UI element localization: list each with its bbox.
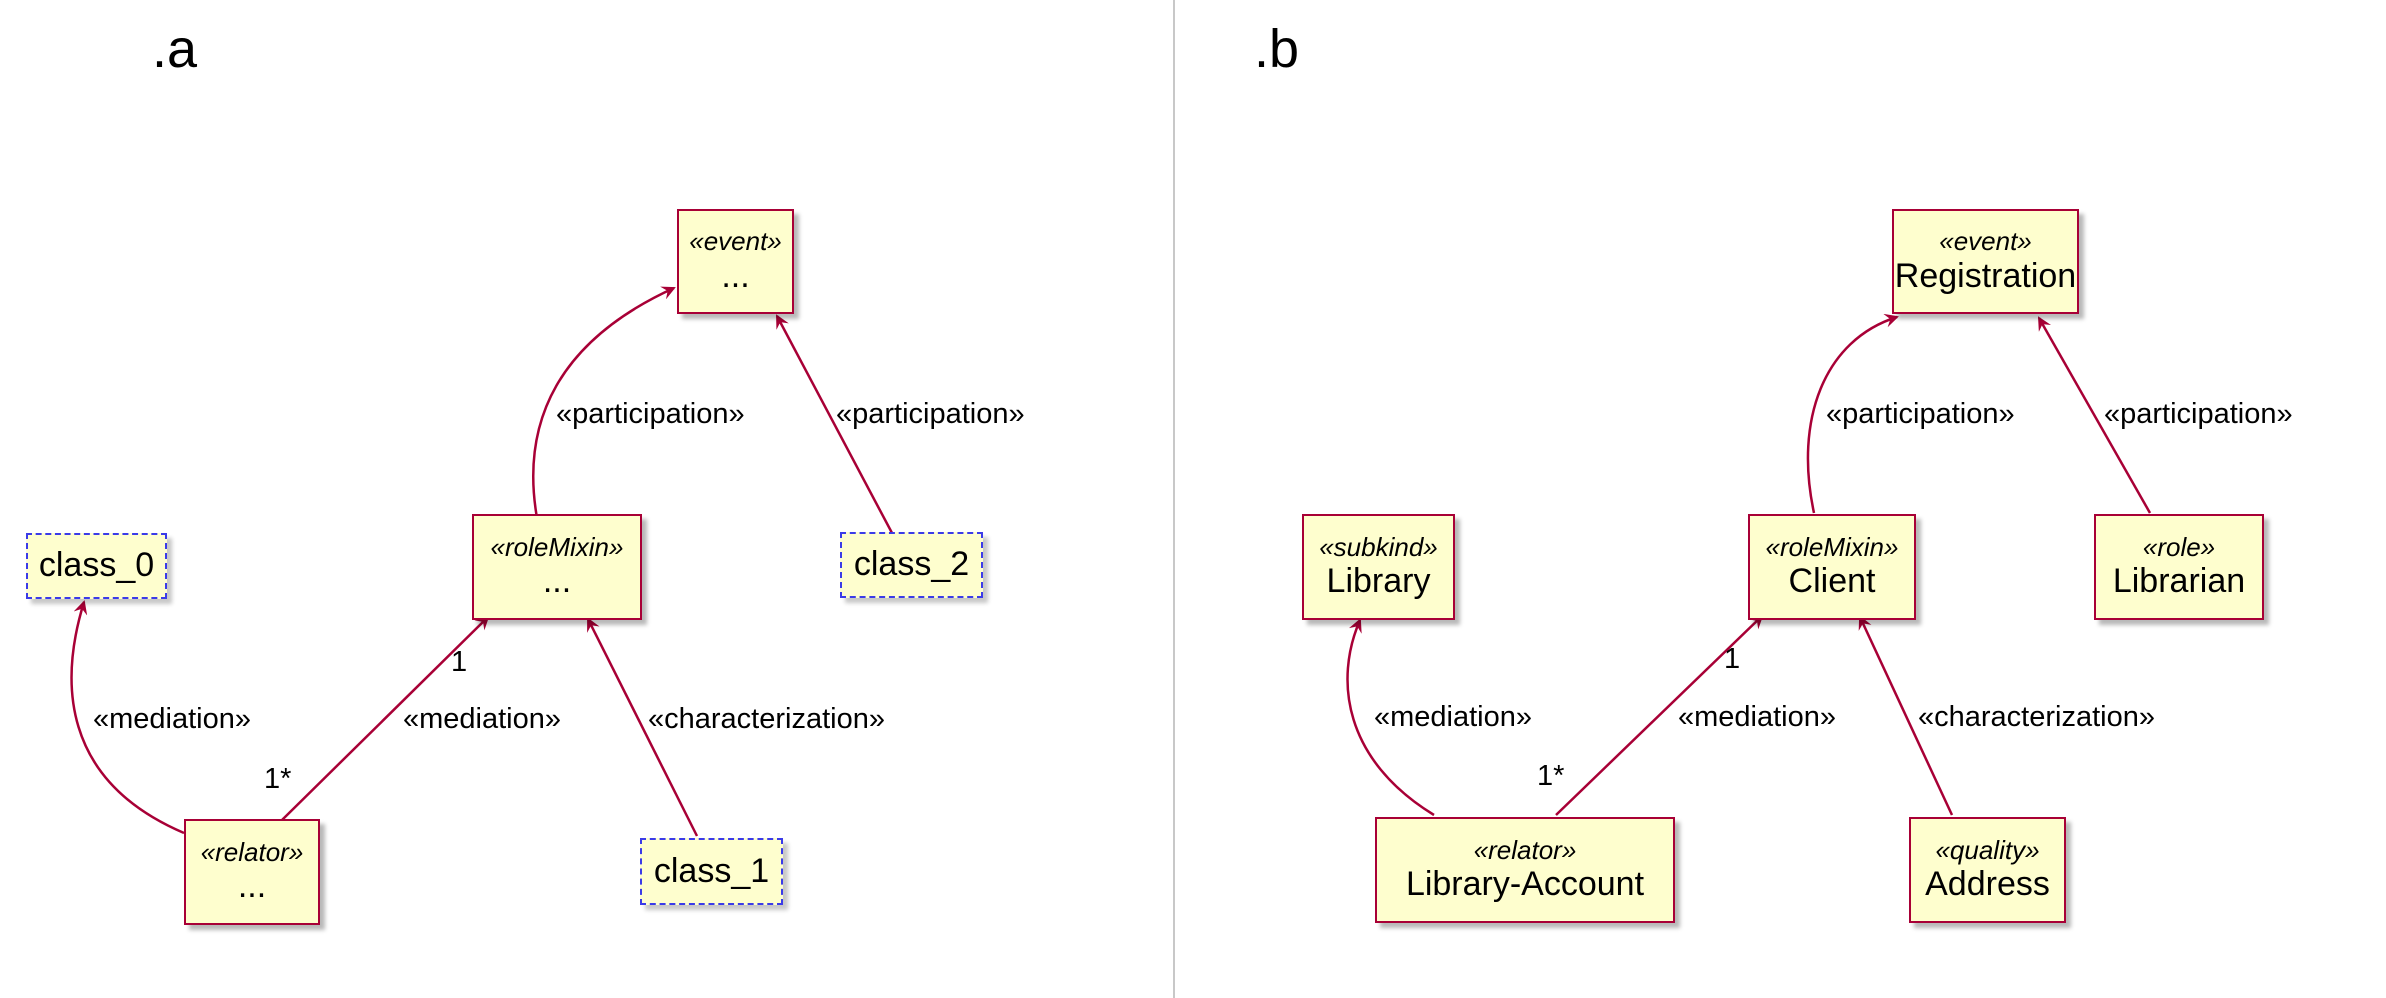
- event-class[interactable]: «event» Registration: [1892, 209, 2079, 314]
- class-name: ...: [721, 256, 750, 295]
- class-1-placeholder[interactable]: class_1: [640, 838, 783, 905]
- edges-layer: [70, 286, 894, 837]
- mediation-edge-left: [70, 600, 185, 835]
- panel-label: .a: [152, 19, 198, 79]
- participation-label-left: «participation»: [1826, 398, 2015, 430]
- event-class[interactable]: «event» ...: [677, 209, 794, 314]
- class-name: ...: [237, 867, 267, 906]
- multiplicity-target: 1: [1724, 643, 1741, 675]
- rolemixin-class[interactable]: «roleMixin» Client: [1748, 514, 1916, 620]
- class-name: class_1: [653, 851, 770, 890]
- class-name: Address: [1925, 865, 2050, 904]
- participation-label-right: «participation»: [836, 398, 1025, 430]
- characterization-label: «characterization»: [648, 703, 885, 735]
- class-name: Client: [1788, 562, 1876, 601]
- quality-class[interactable]: «quality» Address: [1909, 817, 2066, 923]
- edges-layer: [1346, 313, 2152, 817]
- stereotype-label: «subkind»: [1319, 531, 1438, 562]
- rolemixin-class[interactable]: «roleMixin» ...: [472, 514, 642, 620]
- characterization-edge: [1858, 615, 1954, 816]
- mediation-label-right: «mediation»: [403, 703, 561, 735]
- stereotype-label: «relator»: [1473, 834, 1577, 865]
- stereotype-label: «event»: [689, 226, 782, 256]
- diagram-panel-a: .a «event» ... «roleMixin» ... class_2 c…: [0, 0, 1173, 998]
- class-2-placeholder[interactable]: class_2: [840, 532, 983, 598]
- class-name: class_2: [853, 545, 970, 584]
- diagram-panel-b: .b «event» Registration «subkind» Librar…: [1174, 0, 2386, 998]
- class-name: Library: [1326, 562, 1431, 601]
- panel-label: .b: [1254, 19, 1300, 79]
- stereotype-label: «roleMixin»: [490, 531, 624, 562]
- stereotype-label: «relator»: [200, 836, 304, 867]
- mediation-edge-right: [1555, 614, 1764, 816]
- participation-edge-right: [775, 314, 894, 534]
- participation-edge-left: [532, 286, 676, 519]
- multiplicity-target: 1: [451, 646, 468, 678]
- relator-class[interactable]: «relator» ...: [184, 819, 320, 925]
- characterization-edge: [586, 617, 699, 837]
- class-name: ...: [542, 562, 572, 601]
- participation-label-right: «participation»: [2104, 398, 2293, 430]
- stereotype-label: «roleMixin»: [1765, 531, 1899, 562]
- characterization-label: «characterization»: [1918, 701, 2155, 733]
- mediation-edge-left: [1346, 618, 1435, 817]
- participation-edge-right: [2037, 316, 2152, 514]
- class-name: Librarian: [2112, 562, 2246, 601]
- mediation-label-left: «mediation»: [93, 703, 251, 735]
- relator-class[interactable]: «relator» Library-Account: [1375, 817, 1675, 923]
- class-0-placeholder[interactable]: class_0: [26, 533, 167, 599]
- class-name: class_0: [38, 546, 155, 585]
- stereotype-label: «event»: [1939, 226, 2032, 256]
- subkind-class[interactable]: «subkind» Library: [1302, 514, 1455, 620]
- multiplicity-source: 1*: [264, 763, 292, 795]
- participation-label-left: «participation»: [556, 398, 745, 430]
- class-name: Library-Account: [1405, 865, 1645, 904]
- stereotype-label: «role»: [2142, 531, 2216, 562]
- class-name: Registration: [1894, 256, 2077, 295]
- panel-divider: [1173, 0, 1175, 998]
- role-class[interactable]: «role» Librarian: [2094, 514, 2264, 620]
- mediation-label-right: «mediation»: [1678, 701, 1836, 733]
- mediation-label-left: «mediation»: [1374, 701, 1532, 733]
- mediation-edge-right: [281, 615, 490, 821]
- multiplicity-source: 1*: [1537, 760, 1565, 792]
- stereotype-label: «quality»: [1935, 834, 2040, 865]
- participation-edge-left: [1806, 313, 1899, 514]
